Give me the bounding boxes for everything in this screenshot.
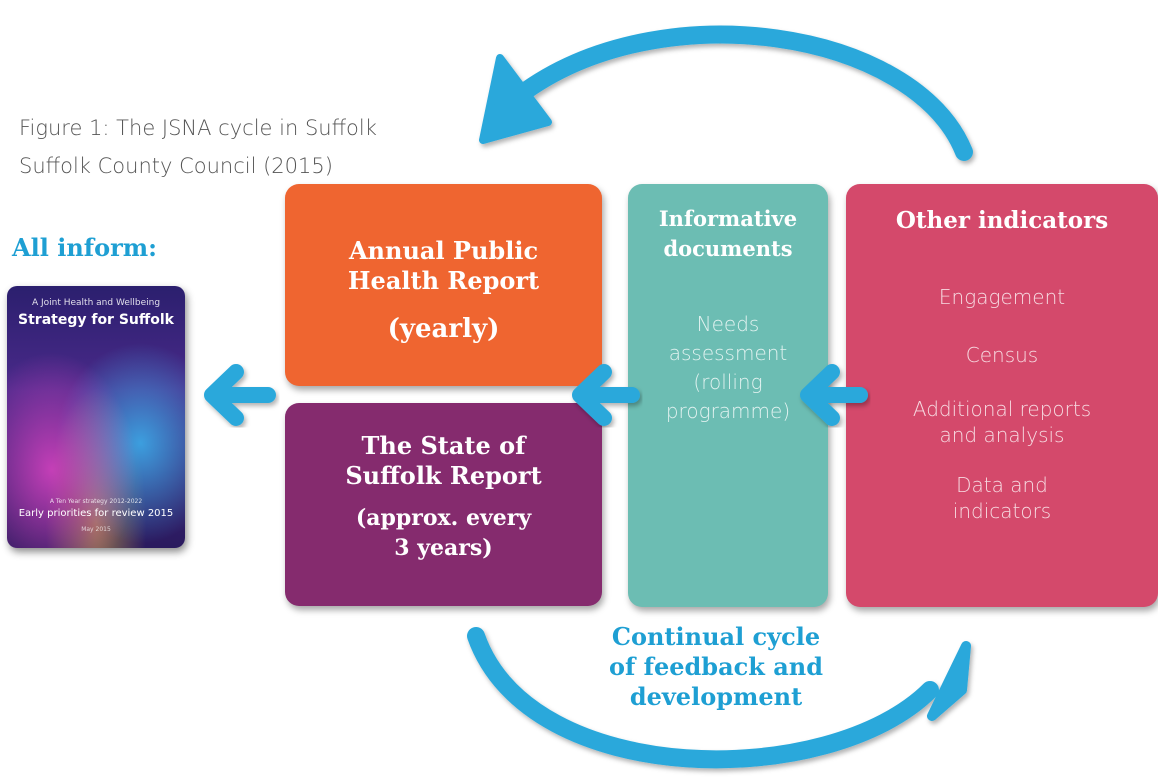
state-report-title-1: The State of	[361, 431, 526, 460]
strategy-book-cover: A Joint Health and Wellbeing Strategy fo…	[7, 286, 185, 548]
annual-report-frequency: (yearly)	[387, 314, 500, 344]
figure-source: Suffolk County Council (2015)	[19, 154, 333, 178]
indicator-data-line-1: Data and	[956, 473, 1048, 497]
state-report-frequency-1: (approx. every	[355, 505, 532, 531]
informative-title-2: documents	[663, 236, 793, 261]
arrow-to-informative-icon	[800, 364, 868, 426]
indicator-additional-reports-line-1: Additional reports	[912, 397, 1092, 421]
needs-assessment-line-3: (rolling	[693, 370, 763, 394]
annual-report-box: Annual Public Health Report (yearly)	[285, 184, 602, 386]
bottom-cycle-arrow-icon	[467, 627, 971, 769]
informative-documents-box: Informative documents Needs assessment (…	[628, 184, 828, 607]
needs-assessment-line-2: assessment	[668, 341, 788, 365]
needs-assessment-line-4: programme)	[665, 399, 791, 423]
book-date: May 2015	[81, 526, 111, 533]
indicator-census: Census	[965, 343, 1039, 367]
indicator-data-line-2: indicators	[952, 499, 1052, 523]
indicator-data: Data and indicators	[953, 472, 1051, 524]
book-tagline: A Ten Year strategy 2012-2022	[49, 498, 143, 505]
arrow-to-strategy-icon	[204, 364, 276, 426]
state-report-title-2: Suffolk Report	[345, 461, 542, 490]
figure-title: Figure 1: The JSNA cycle in Suffolk	[19, 116, 377, 140]
continual-cycle-label: Continual cycle of feedback and developm…	[585, 622, 847, 712]
state-report-frequency-2: 3 years)	[394, 535, 493, 561]
indicator-engagement: Engagement	[938, 285, 1066, 309]
state-of-suffolk-box: The State of Suffolk Report (approx. eve…	[285, 403, 602, 606]
informative-title-1: Informative	[658, 206, 798, 231]
all-inform-label: All inform:	[12, 233, 158, 262]
indicator-additional-reports: Additional reports and analysis	[913, 396, 1091, 448]
other-indicators-box: Other indicators Engagement Census Addit…	[846, 184, 1158, 607]
book-priorities: Early priorities for review 2015	[18, 508, 174, 519]
top-cycle-arrow-icon	[479, 25, 973, 161]
other-indicators-title: Other indicators	[895, 207, 1109, 234]
cycle-label-line-3: development	[629, 682, 803, 711]
indicator-additional-reports-line-2: and analysis	[939, 423, 1065, 447]
book-subtitle: A Joint Health and Wellbeing	[31, 298, 161, 308]
arrow-to-reports-icon	[572, 364, 640, 426]
annual-report-title-2: Health Report	[347, 266, 540, 295]
cycle-label-line-1: Continual cycle	[611, 622, 821, 651]
needs-assessment-line-1: Needs	[696, 312, 760, 336]
annual-report-title-1: Annual Public	[348, 236, 539, 265]
book-title: Strategy for Suffolk	[18, 312, 174, 328]
cycle-label-line-2: of feedback and	[608, 652, 824, 681]
